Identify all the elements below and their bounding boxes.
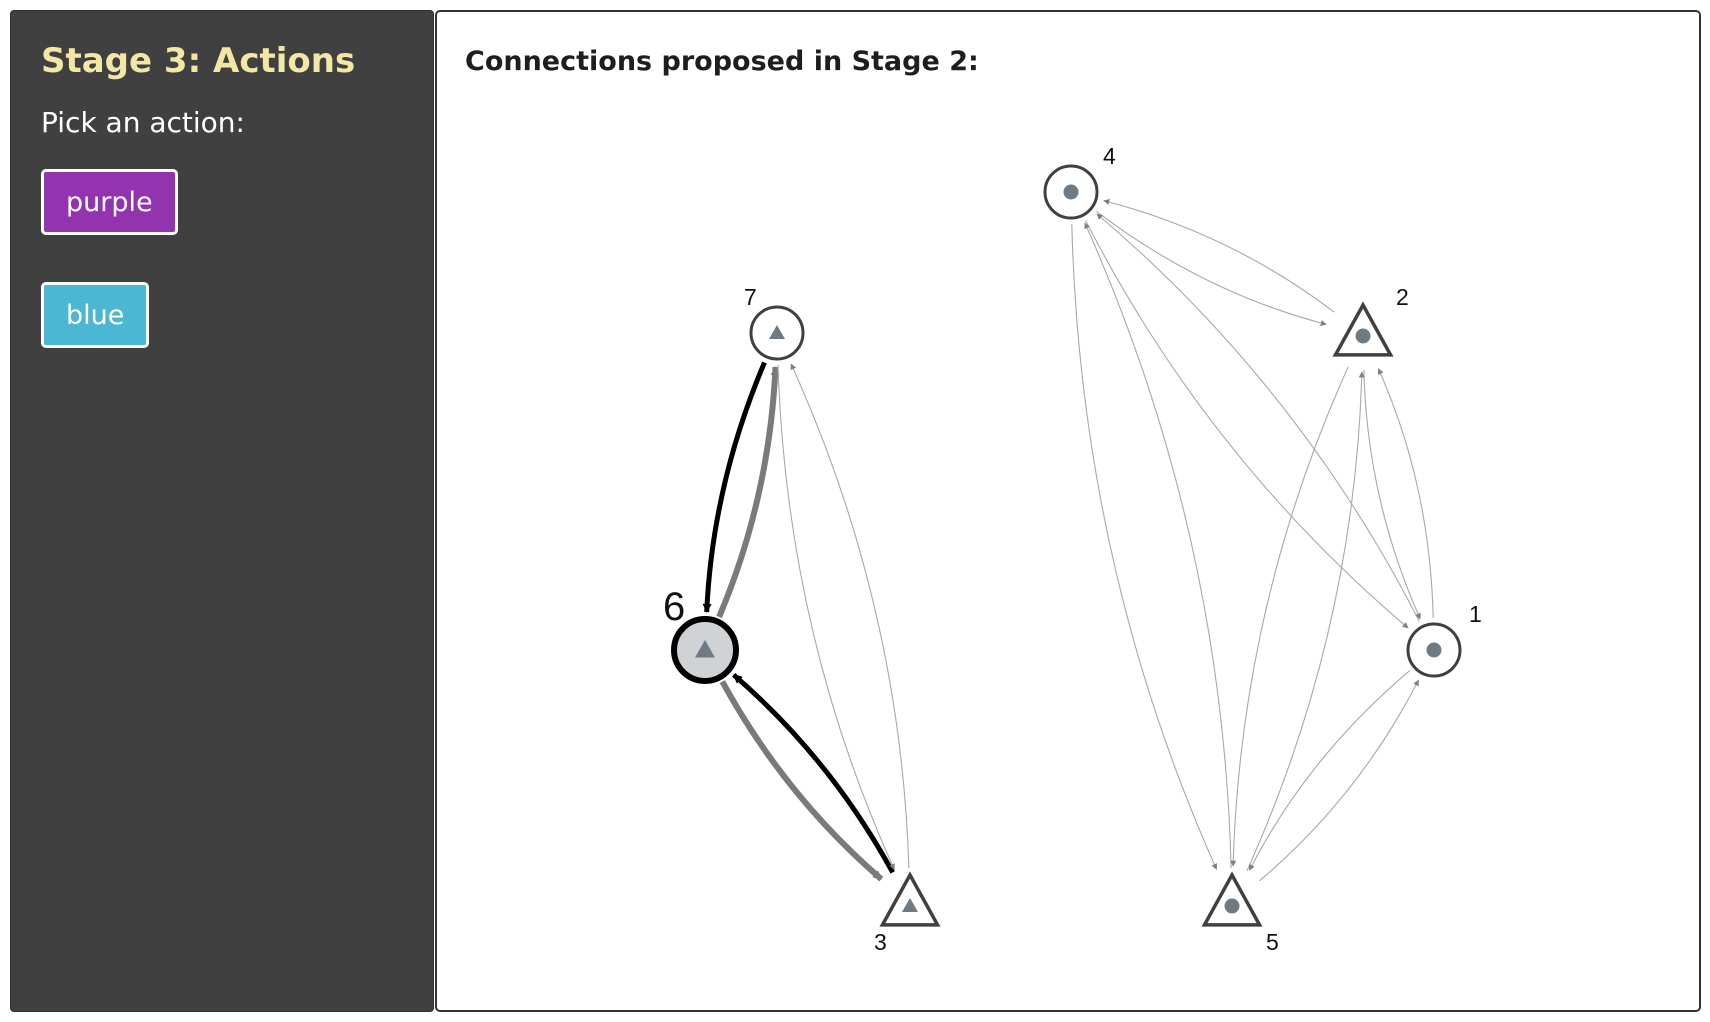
edge-1-to-5 [1248, 670, 1410, 871]
node-3[interactable]: 3 [874, 871, 941, 955]
connection-graph: 1 2 3 4 5 6 7 [663, 143, 1482, 955]
edge-3-to-7 [790, 363, 910, 869]
node-1-label: 1 [1469, 601, 1482, 627]
connections-title: Connections proposed in Stage 2: [465, 46, 979, 77]
node-6-inner-triangle [695, 640, 715, 658]
node-5-inner-circle [1224, 898, 1240, 914]
node-5[interactable]: 5 [1201, 871, 1279, 955]
edge-3-to-6 [732, 673, 895, 874]
edge-1-to-2 [1377, 368, 1434, 619]
edge-6-to-3 [719, 680, 884, 882]
edge-4-to-2 [1096, 210, 1327, 326]
edge-7-to-6 [702, 361, 767, 613]
edge-6-to-7 [716, 366, 780, 619]
edge-7-to-3 [777, 364, 895, 870]
node-layer: 1 2 3 4 5 6 7 [663, 143, 1482, 955]
node-2-inner-circle [1355, 328, 1371, 344]
node-2[interactable]: 2 [1332, 284, 1409, 357]
edge-2-to-5 [1230, 366, 1349, 867]
node-4[interactable]: 4 [1043, 143, 1116, 220]
connections-panel: Connections proposed in Stage 2: 1 2 3 4 5 6 7 [435, 10, 1701, 1012]
action-prompt: Pick an action: [41, 106, 245, 139]
node-7-label: 7 [744, 284, 757, 310]
node-4-label: 4 [1103, 143, 1116, 169]
stage-title: Stage 3: Actions [41, 41, 356, 81]
node-1[interactable]: 1 [1406, 601, 1482, 678]
node-6[interactable]: 6 [663, 585, 739, 684]
actions-sidebar: Stage 3: Actions Pick an action: purple … [10, 10, 434, 1012]
node-5-label: 5 [1266, 929, 1279, 955]
edge-2-to-4 [1103, 199, 1335, 313]
node-7-inner-triangle [769, 325, 785, 339]
edge-4-to-1 [1085, 220, 1409, 629]
edge-4-to-5 [1071, 223, 1218, 870]
edge-1-to-4 [1096, 213, 1420, 622]
edge-2-to-1 [1363, 369, 1421, 620]
node-3-inner-triangle [902, 898, 918, 912]
edge-5-to-2 [1246, 371, 1365, 872]
node-1-inner-circle [1426, 642, 1442, 658]
blue-action-button[interactable]: blue [41, 282, 150, 348]
edge-layer [702, 199, 1434, 882]
node-3-label: 3 [874, 929, 887, 955]
node-2-label: 2 [1396, 284, 1409, 310]
node-6-label: 6 [663, 585, 685, 629]
node-7[interactable]: 7 [744, 284, 805, 361]
edge-5-to-1 [1259, 679, 1419, 882]
purple-action-button[interactable]: purple [41, 169, 178, 235]
node-4-inner-circle [1063, 184, 1079, 200]
edge-5-to-4 [1084, 222, 1232, 869]
